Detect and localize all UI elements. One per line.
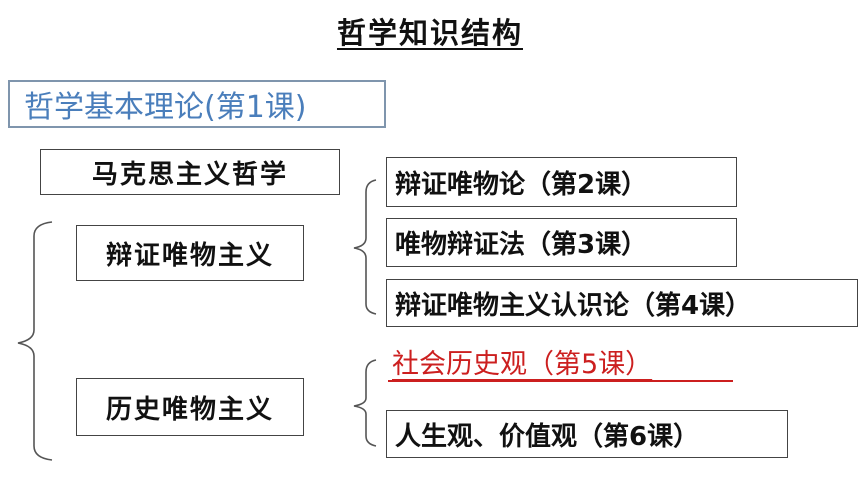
marxism-label: 马克思主义哲学 bbox=[91, 159, 288, 190]
historical-materialism-box: 历史唯物主义 bbox=[76, 378, 304, 436]
basic-theory-label: 哲学基本理论(第1课) bbox=[24, 90, 307, 125]
lesson-2-label: 辩证唯物论（第2课） bbox=[395, 169, 648, 200]
lesson-4-label: 辩证唯物主义认识论（第4课） bbox=[395, 290, 752, 321]
lesson-3-label: 唯物辩证法（第3课） bbox=[395, 230, 648, 260]
dm-items-brace bbox=[353, 179, 377, 315]
dialectical-materialism-label: 辩证唯物主义 bbox=[105, 240, 274, 271]
historical-materialism-label: 历史唯物主义 bbox=[105, 394, 274, 425]
lesson-6-box: 人生观、价值观（第6课） bbox=[386, 410, 788, 458]
lesson-2-box: 辩证唯物论（第2课） bbox=[386, 157, 737, 207]
lesson-3-box: 唯物辩证法（第3课） bbox=[386, 218, 737, 267]
basic-theory-box: 哲学基本理论(第1课) bbox=[8, 80, 386, 128]
marxism-box: 马克思主义哲学 bbox=[40, 149, 340, 195]
lesson-6-label: 人生观、价值观（第6课） bbox=[395, 421, 700, 452]
page-title-text: 哲学知识结构 bbox=[336, 16, 523, 50]
lesson-5-label: 社会历史观（第5课） bbox=[392, 348, 653, 380]
page-title: 哲学知识结构 bbox=[0, 10, 860, 52]
dialectical-materialism-box: 辩证唯物主义 bbox=[76, 225, 304, 281]
lesson-4-box: 辩证唯物主义认识论（第4课） bbox=[386, 279, 858, 327]
hm-items-brace bbox=[353, 359, 377, 447]
lesson-5-box: 社会历史观（第5课） bbox=[386, 340, 734, 382]
main-left-brace bbox=[17, 221, 53, 461]
